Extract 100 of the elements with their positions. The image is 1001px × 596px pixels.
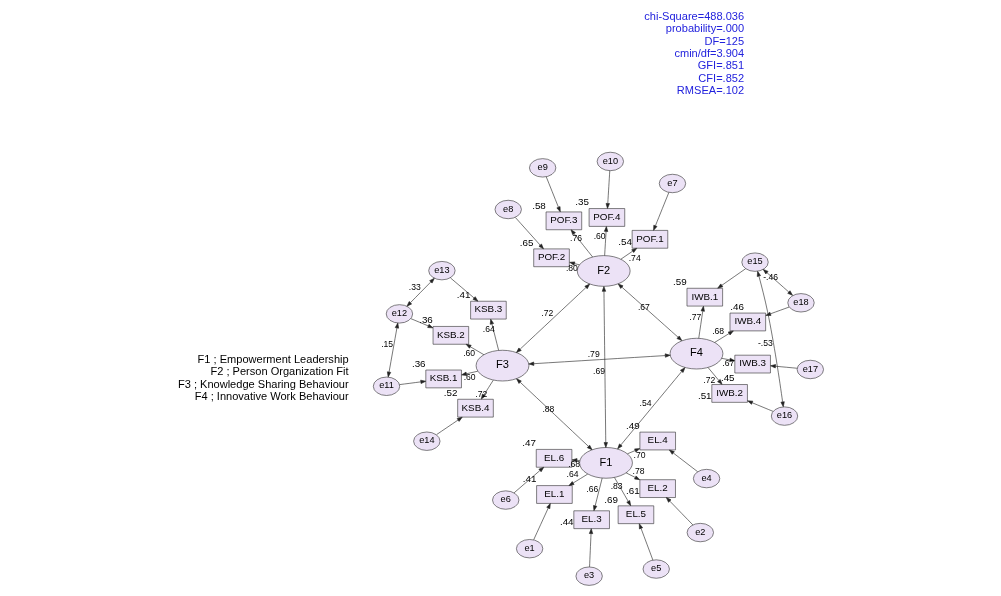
node-ellipse: e17 (796, 359, 824, 379)
edge-label: .67 (637, 301, 650, 312)
node-box: IWB.4 (729, 312, 766, 332)
edge-label: .83 (610, 481, 623, 492)
arrow (769, 364, 797, 369)
node-ellipse: e9 (528, 158, 556, 178)
edge-label: .68 (567, 459, 580, 470)
arrow (386, 322, 399, 378)
arrow (707, 367, 722, 385)
edge-label: .78 (632, 465, 645, 476)
node-box: POF.4 (588, 208, 625, 227)
node-ellipse: e16 (770, 406, 798, 426)
arrow (616, 367, 685, 450)
edge-label: .79 (587, 349, 600, 360)
label: DF=125 (704, 34, 744, 47)
arrow (592, 477, 602, 511)
arrow (570, 229, 593, 258)
node-box: KSB.1 (425, 369, 462, 389)
node-label: .59 (672, 276, 687, 288)
node-ellipse: e5 (642, 559, 670, 579)
arrow (605, 170, 610, 209)
node-label: .69 (603, 493, 618, 505)
edge-label: .88 (541, 403, 554, 414)
node-box: IWB.2 (711, 384, 748, 403)
arrow (613, 477, 631, 506)
node-box: EL.3 (573, 510, 610, 529)
arrow (716, 268, 746, 289)
arrow (410, 318, 433, 329)
node-label: .46 (729, 300, 744, 312)
arrow (626, 448, 640, 455)
edge-label: .72 (702, 374, 715, 385)
node-label: .51 (697, 390, 712, 402)
node-box: KSB.3 (469, 300, 507, 320)
node-ellipse: e1 (515, 539, 543, 559)
label: F2 ; Person Organization Fit (210, 365, 349, 378)
arrow (515, 378, 592, 451)
arrow (762, 269, 793, 296)
arrow (765, 306, 789, 316)
arrow (406, 278, 435, 307)
arrow (746, 400, 773, 412)
node-ellipse: e3 (575, 566, 603, 586)
edge-label: .76 (569, 233, 582, 244)
label: chi-Square=488.036 (643, 10, 744, 23)
arrow (435, 416, 462, 435)
node-ellipse: e2 (686, 523, 714, 543)
edge-label: .74 (628, 252, 641, 263)
node-ellipse: e13 (427, 261, 455, 281)
arrow (449, 277, 478, 302)
node-ellipse: e10 (596, 151, 624, 171)
edge-label: .64 (566, 469, 579, 480)
label: F3 ; Knowledge Sharing Behaviour (177, 377, 349, 390)
arrow (720, 357, 735, 362)
edge-label: -.53 (757, 337, 773, 348)
arrow (398, 379, 426, 385)
edge-label: .60 (463, 371, 476, 382)
edge-label: .66 (585, 483, 598, 494)
arrow (588, 528, 593, 568)
node-ellipse: e7 (658, 173, 686, 193)
node-label: .54 (617, 236, 632, 248)
node-box: EL.2 (639, 479, 676, 498)
label: GFI=.851 (697, 59, 744, 72)
label: probability=.000 (665, 22, 744, 35)
node-ellipse: e4 (692, 469, 720, 489)
node-label: .35 (574, 196, 589, 208)
arrow (697, 305, 705, 339)
node-ellipse: e6 (491, 490, 519, 510)
edge-label: .64 (482, 324, 495, 335)
node-box: EL.4 (639, 431, 676, 451)
node-box: IWB.1 (686, 287, 723, 307)
node-box: EL.1 (535, 485, 573, 504)
node-label: .36 (411, 357, 426, 369)
edge-label: .33 (408, 281, 421, 292)
node-label: .47 (521, 437, 536, 449)
arrow (514, 217, 544, 250)
node-label: .41 (522, 473, 536, 485)
node-label: .52 (443, 387, 457, 399)
node-box: POF.2 (532, 248, 570, 268)
node-ellipse: e14 (412, 431, 440, 451)
node-ellipse: e15 (741, 252, 769, 272)
arrow (460, 370, 478, 376)
edge-label: .54 (639, 397, 652, 408)
node-label: .65 (519, 236, 533, 248)
arrow (603, 226, 608, 256)
arrow (652, 192, 669, 231)
arrow (515, 283, 590, 353)
edge-label: .68 (711, 326, 724, 337)
arrow (528, 353, 670, 366)
node-ellipse: e11 (372, 376, 400, 396)
edge-label: .72 (474, 388, 487, 399)
arrow (665, 497, 693, 526)
arrow (532, 503, 551, 541)
node-label: .45 (720, 371, 735, 383)
edge-label: .67 (721, 358, 734, 369)
edge-label: -.46 (762, 272, 778, 283)
node-box: POF.3 (545, 211, 582, 231)
node-ellipse: e8 (494, 199, 522, 219)
node-label: .44 (559, 516, 574, 528)
arrow (713, 330, 734, 343)
label: F1 ; Empowerment Leadership (197, 353, 349, 366)
arrow (617, 283, 682, 341)
